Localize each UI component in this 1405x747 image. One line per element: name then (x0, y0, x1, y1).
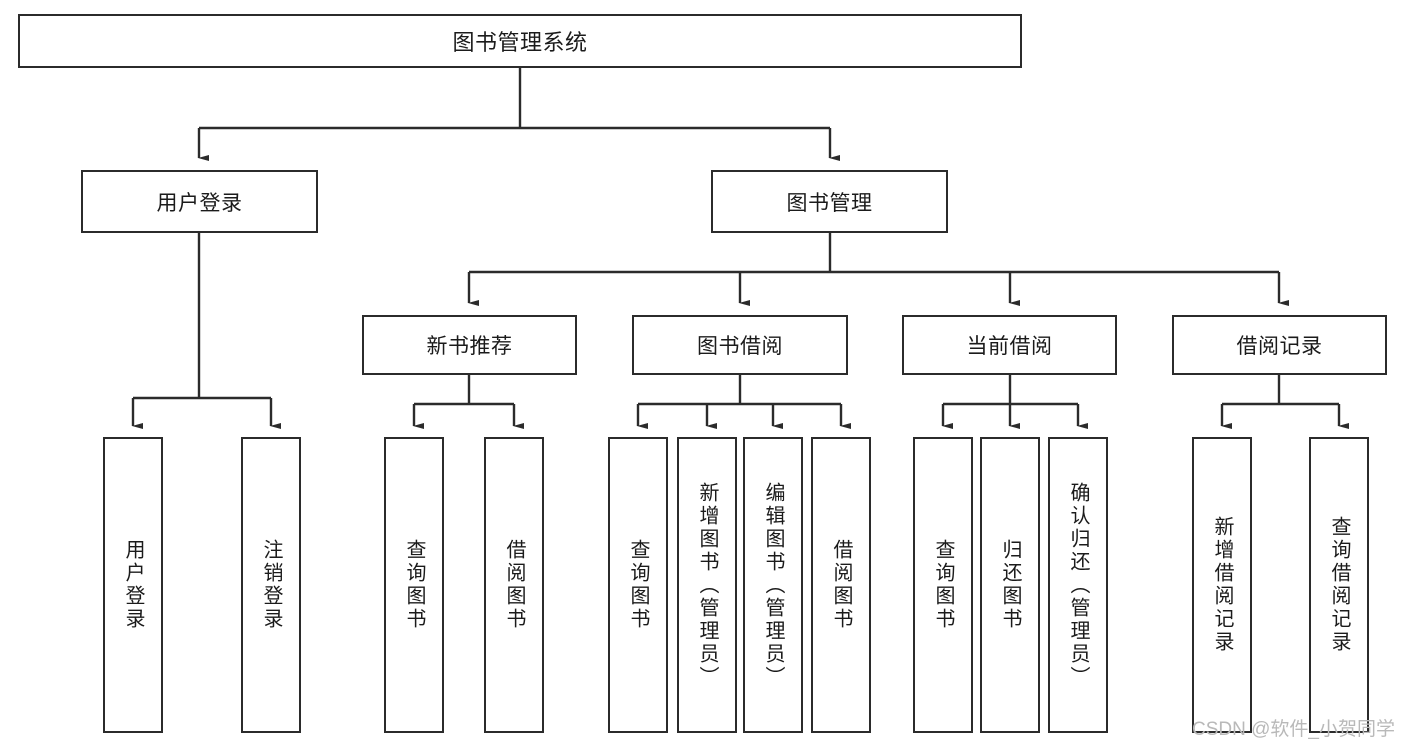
node-leaf-logout[interactable]: 注销登录 (241, 437, 301, 733)
node-borrow-records[interactable]: 借阅记录 (1172, 315, 1387, 375)
node-label: 编辑图书（管理员） (762, 481, 784, 689)
node-label: 借阅图书 (503, 539, 525, 631)
node-root-system[interactable]: 图书管理系统 (18, 14, 1022, 68)
node-label: 借阅图书 (830, 539, 852, 631)
node-label: 用户登录 (122, 539, 144, 631)
node-leaf-confirm-return-admin[interactable]: 确认归还（管理员） (1048, 437, 1108, 733)
node-new-book-recommend[interactable]: 新书推荐 (362, 315, 577, 375)
node-label: 当前借阅 (966, 335, 1053, 358)
node-leaf-query-borrow-record[interactable]: 查询借阅记录 (1309, 437, 1369, 733)
node-label: 确认归还（管理员） (1067, 481, 1089, 689)
node-leaf-return-book[interactable]: 归还图书 (980, 437, 1040, 733)
node-label: 查询借阅记录 (1328, 516, 1350, 654)
node-label: 归还图书 (999, 539, 1021, 631)
node-leaf-query-book-borrow[interactable]: 查询图书 (608, 437, 668, 733)
node-label: 借阅记录 (1236, 335, 1323, 358)
node-label: 查询图书 (932, 539, 954, 631)
node-leaf-query-book-current[interactable]: 查询图书 (913, 437, 973, 733)
node-leaf-edit-book-admin[interactable]: 编辑图书（管理员） (743, 437, 803, 733)
node-label: 图书借阅 (697, 335, 783, 358)
node-leaf-query-book-recommend[interactable]: 查询图书 (384, 437, 444, 733)
node-label: 新增借阅记录 (1211, 516, 1233, 654)
node-label: 图书管理系统 (452, 30, 588, 55)
node-leaf-user-login[interactable]: 用户登录 (103, 437, 163, 733)
node-label: 查询图书 (627, 539, 649, 631)
node-label: 新书推荐 (426, 335, 513, 358)
node-current-borrow[interactable]: 当前借阅 (902, 315, 1117, 375)
node-leaf-add-book-admin[interactable]: 新增图书（管理员） (677, 437, 737, 733)
node-label: 用户登录 (156, 191, 243, 215)
node-leaf-add-borrow-record[interactable]: 新增借阅记录 (1192, 437, 1252, 733)
node-book-management[interactable]: 图书管理 (711, 170, 948, 233)
node-label: 新增图书（管理员） (696, 481, 718, 689)
node-book-borrow[interactable]: 图书借阅 (632, 315, 848, 375)
node-leaf-borrow-book[interactable]: 借阅图书 (811, 437, 871, 733)
node-user-login[interactable]: 用户登录 (81, 170, 318, 233)
node-label: 图书管理 (786, 191, 873, 215)
node-leaf-borrow-book-recommend[interactable]: 借阅图书 (484, 437, 544, 733)
node-label: 查询图书 (403, 539, 425, 631)
node-label: 注销登录 (260, 539, 282, 631)
